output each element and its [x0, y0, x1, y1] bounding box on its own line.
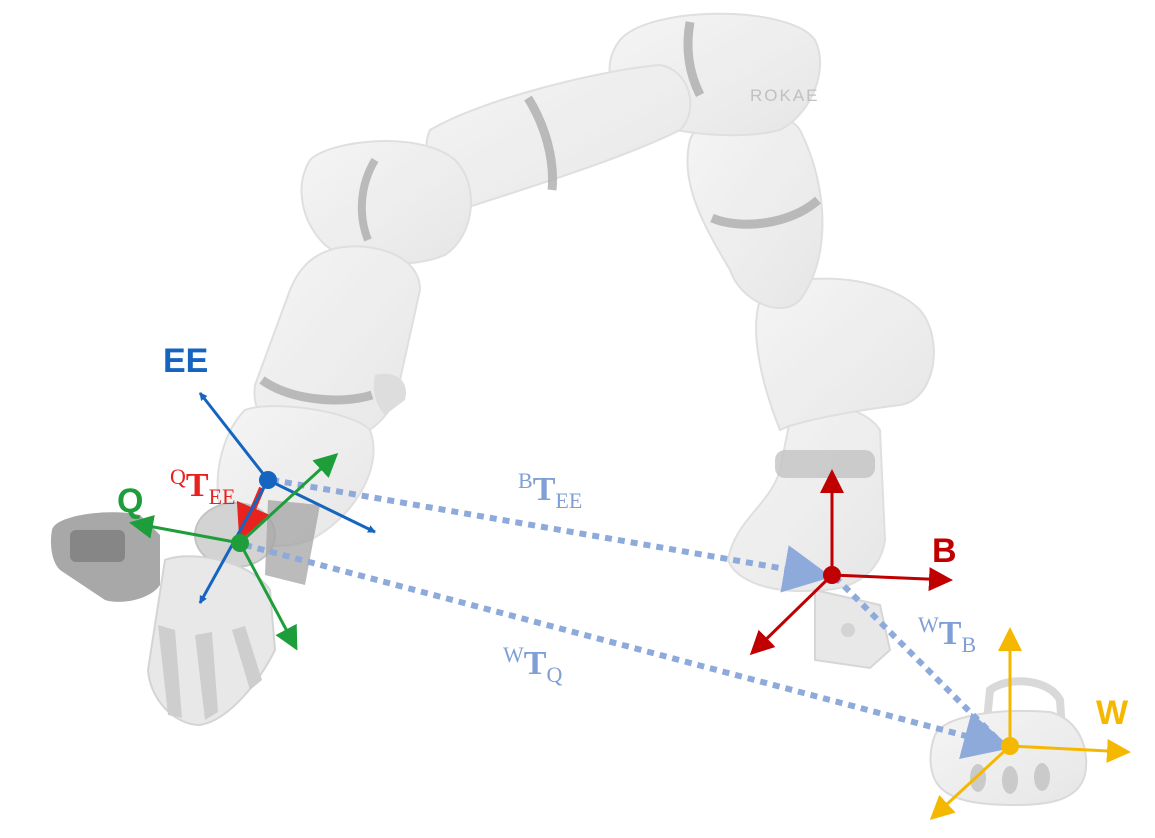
- w-frame-label: W: [1096, 694, 1129, 732]
- ee-origin: [259, 471, 277, 489]
- b-frame-label: B: [932, 532, 957, 570]
- b-frame: [749, 469, 953, 656]
- q-t-ee-label: QTEE: [170, 464, 235, 509]
- w-t-q-label: WTQ: [503, 642, 562, 687]
- w-origin: [1001, 737, 1019, 755]
- ee-frame: [198, 392, 376, 604]
- w-t-b-label: WTB: [918, 612, 976, 657]
- transform-arrows: [236, 477, 1012, 759]
- b-axis-right: [831, 567, 953, 592]
- q-axis-up: [238, 452, 339, 545]
- ee-axis-up: [198, 392, 270, 481]
- b-axis-down: [749, 573, 834, 656]
- robot-arm: ROKAE: [50, 12, 935, 727]
- q-frame-label: Q: [117, 482, 143, 520]
- b-t-ee-label: BTEE: [518, 468, 582, 513]
- robot-brand-label: ROKAE: [750, 86, 820, 105]
- ee-axis-right: [267, 478, 376, 534]
- q-frame: [129, 452, 339, 651]
- b-origin: [823, 566, 841, 584]
- ee-frame-label: EE: [163, 342, 208, 380]
- w-frame: [929, 627, 1131, 821]
- w-axis-down: [929, 744, 1012, 821]
- q-axis-down: [238, 542, 298, 651]
- w-axis-right: [1009, 738, 1131, 763]
- q-origin: [231, 534, 249, 552]
- b-t-ee-arrow: [271, 477, 832, 593]
- w-t-q-arrow: [244, 542, 1012, 759]
- q-axis-left: [129, 515, 241, 545]
